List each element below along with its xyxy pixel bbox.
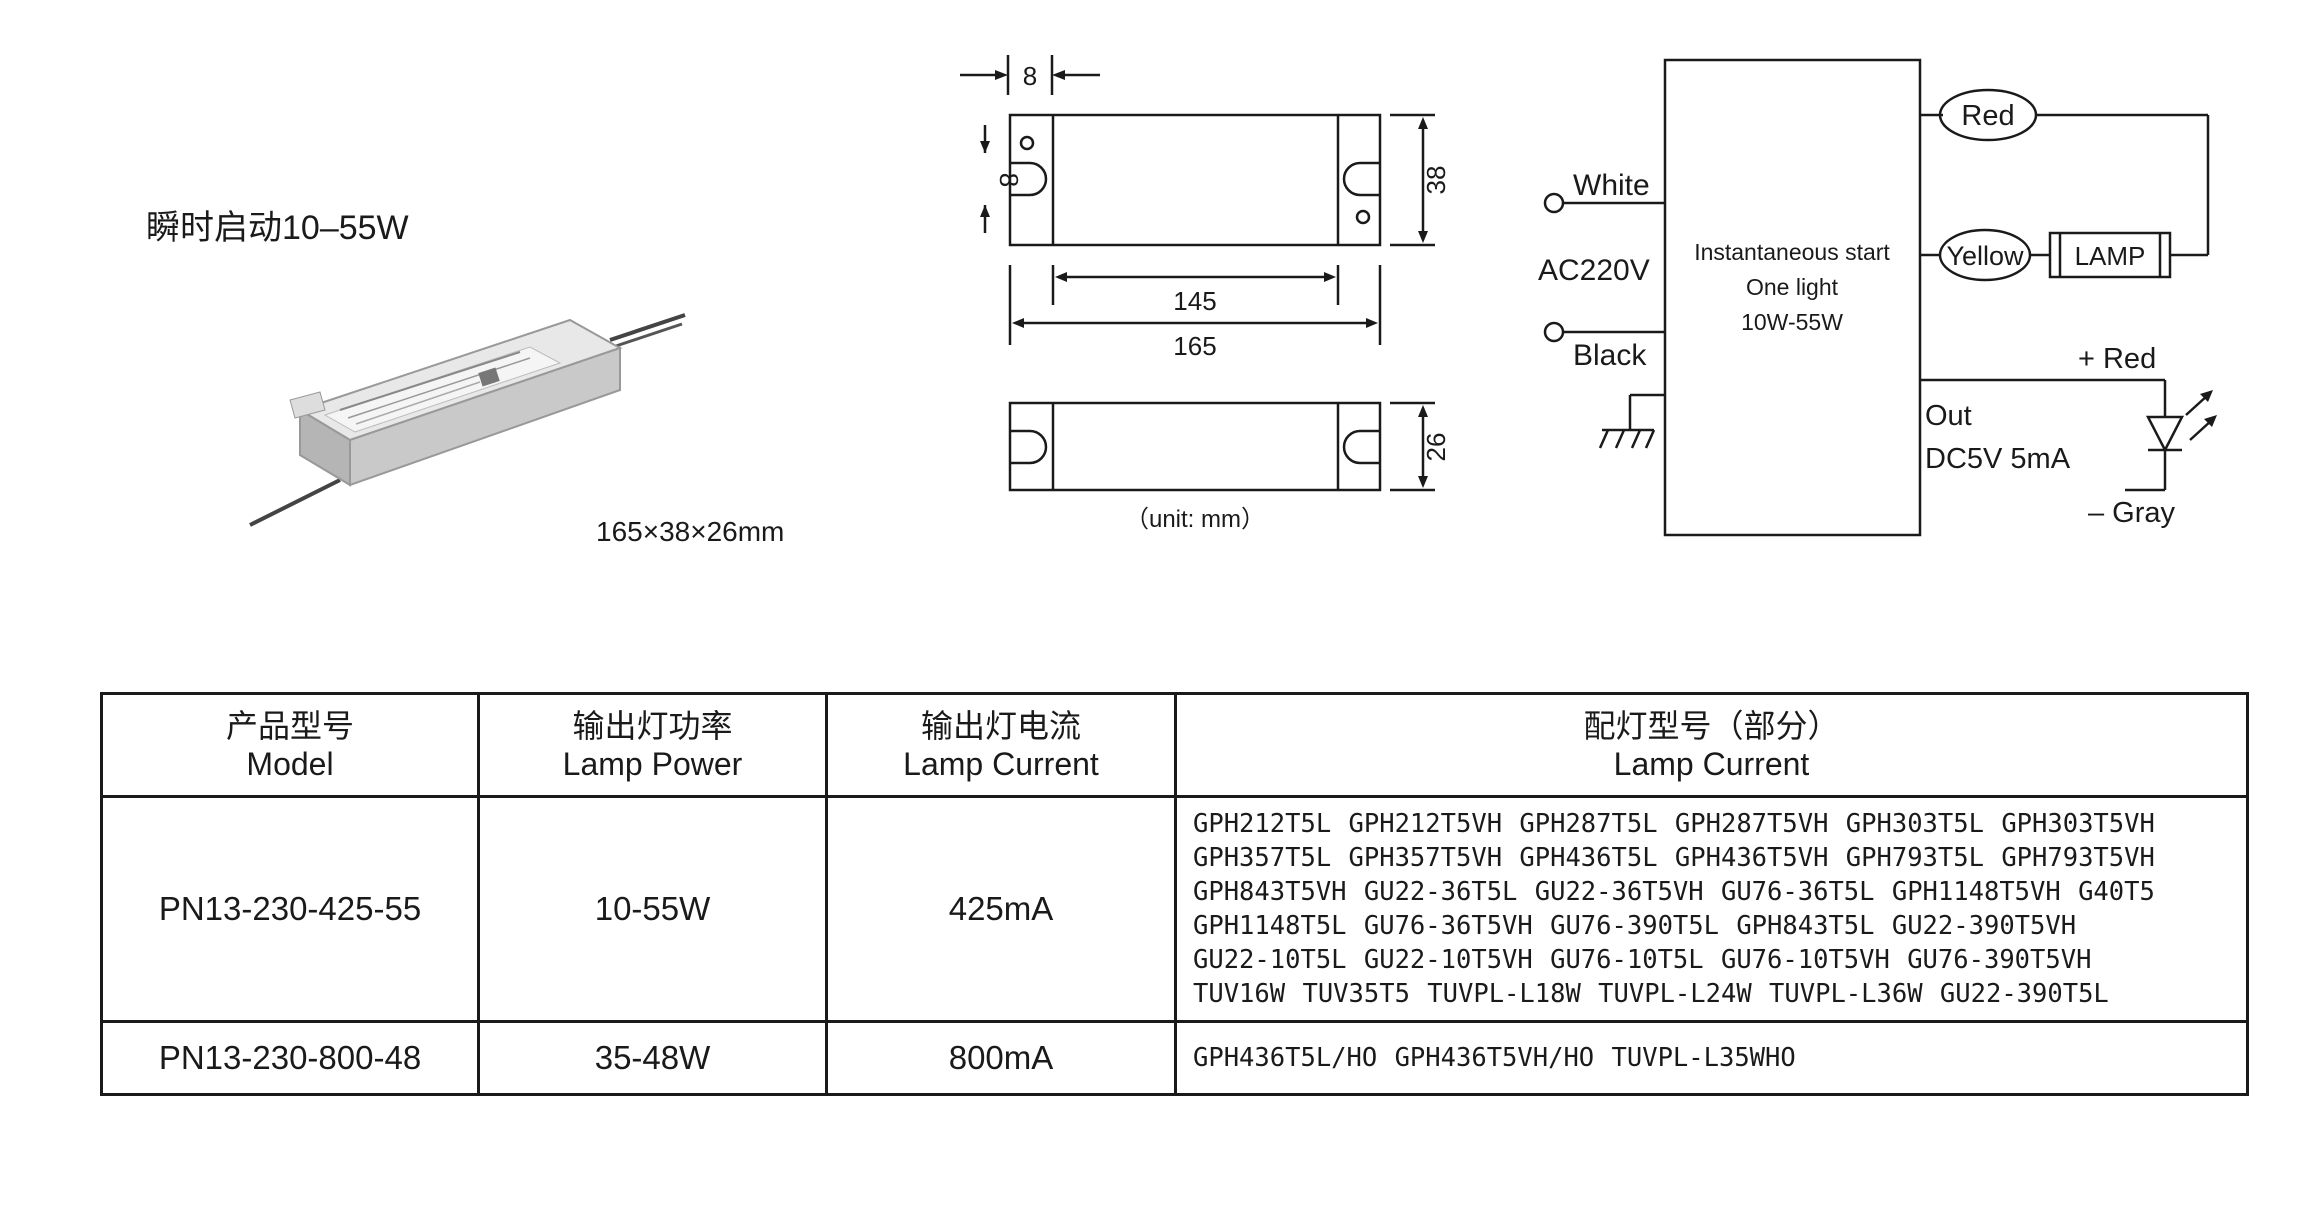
wiring-diagram: White AC220V Black Instantaneous start O… (1538, 58, 2217, 537)
header-compatible-lamps: 配灯型号（部分）Lamp Current (1174, 692, 2249, 798)
lamp-list-line: GPH1148T5L GU76-36T5VH GU76-390T5L GPH84… (1193, 911, 2077, 941)
ballast-box (1663, 58, 1922, 537)
unit-note: （unit: mm） (1125, 506, 1265, 533)
dim-8-top: 8 (1023, 61, 1037, 91)
out-label: Out (1925, 400, 1972, 432)
cell-current: 800mA (825, 1020, 1177, 1096)
box-line-3: 10W-55W (1741, 309, 1843, 335)
cell-model: PN13-230-800-48 (100, 1020, 480, 1096)
black-label: Black (1573, 339, 1647, 372)
out-spec-label: DC5V 5mA (1925, 443, 2071, 475)
lamp-list-line: GPH843T5VH GU22-36T5L GU22-36T5VH GU76-3… (1193, 877, 2155, 907)
black-terminal (1543, 321, 1565, 343)
dimension-drawing: 8 8 38 145 165 26 （unit: mm） (960, 55, 1451, 533)
ballast-product-image (249, 313, 686, 527)
dim-165: 165 (1173, 331, 1216, 361)
led-symbol (2145, 415, 2185, 453)
size-caption: 165×38×26mm (596, 516, 785, 547)
cell-power: 10-55W (477, 795, 828, 1023)
dim-26: 26 (1421, 433, 1451, 462)
cell-current: 425mA (825, 795, 1177, 1023)
box-line-2: One light (1746, 274, 1839, 300)
cell-power: 35-48W (477, 1020, 828, 1096)
lamp-list-line: GPH357T5L GPH357T5VH GPH436T5L GPH436T5V… (1193, 843, 2155, 873)
cell-lamp-list: GPH436T5L/HO GPH436T5VH/HO TUVPL-L35WHO (1174, 1020, 2249, 1096)
cell-model: PN13-230-425-55 (100, 795, 480, 1023)
lamp-list-line: GU22-10T5L GU22-10T5VH GU76-10T5L GU76-1… (1193, 945, 2092, 975)
lamp-list-line: TUV16W TUV35T5 TUVPL-L18W TUVPL-L24W TUV… (1193, 979, 2109, 1009)
white-label: White (1573, 169, 1650, 202)
plus-red-label: + Red (2078, 343, 2156, 375)
light-arrow-icon (2200, 390, 2213, 402)
table-row: PN13-230-425-55 10-55W 425mA GPH212T5L G… (100, 795, 2249, 1023)
dim-145: 145 (1173, 286, 1216, 316)
lamp-list-line: GPH212T5L GPH212T5VH GPH287T5L GPH287T5V… (1193, 809, 2155, 839)
table-row: PN13-230-800-48 35-48W 800mA GPH436T5L/H… (100, 1020, 2249, 1096)
ac-voltage-label: AC220V (1538, 254, 1650, 287)
cell-lamp-list: GPH212T5L GPH212T5VH GPH287T5L GPH287T5V… (1174, 795, 2249, 1023)
dim-8-side: 8 (994, 173, 1024, 187)
lamp-list-line: GPH436T5L/HO GPH436T5VH/HO TUVPL-L35WHO (1193, 1043, 1796, 1073)
yellow-lead-label: Yellow (1946, 241, 2024, 271)
product-title: 瞬时启动10–55W (146, 209, 409, 247)
light-arrow-icon-2 (2204, 415, 2217, 427)
minus-gray-label: – Gray (2088, 497, 2176, 529)
box-line-1: Instantaneous start (1694, 239, 1890, 265)
red-lead-label: Red (1961, 100, 2014, 132)
lamp-label: LAMP (2075, 241, 2146, 271)
dim-38: 38 (1421, 166, 1451, 195)
white-terminal (1543, 192, 1565, 214)
